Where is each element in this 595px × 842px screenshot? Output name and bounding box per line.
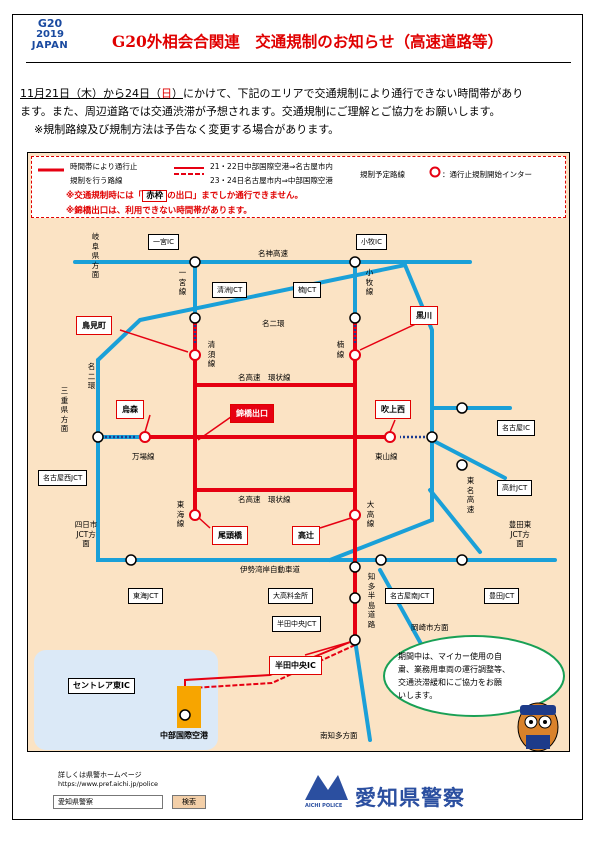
page-frame — [12, 14, 583, 820]
airport-area — [34, 650, 218, 750]
road-odaka-line: 大高線 — [366, 500, 375, 528]
dir-gifu: 岐阜県方面 — [91, 232, 100, 279]
road-kiyosu-line: 清須線 — [207, 340, 216, 368]
dir-yokkaichi: 四日市JCT方面 — [74, 520, 98, 548]
jct-handa-chuo: 半田中央JCT — [272, 616, 322, 632]
road-kanjo-top: 名高速 環状線 — [238, 373, 291, 382]
centrair-highlight — [177, 686, 201, 728]
legend: 時間帯により通行止 規制を行う路線 21・22日中部国際空港⇒名古屋市内 23・… — [31, 156, 566, 218]
title-divider — [26, 62, 571, 63]
aichi-police-logo-icon — [305, 775, 348, 800]
ic-ichinomiya: 一宮IC — [148, 234, 179, 250]
exit-kurokawa: 黒川 — [410, 306, 438, 325]
dir-mie: 三重県方面 — [60, 386, 69, 433]
ic-centrair-east: セントレア東IC — [68, 678, 135, 694]
mascot-owl-icon — [517, 702, 559, 752]
restriction-start-marker-icon — [429, 166, 441, 178]
road-isewangan: 伊勢湾岸自動車道 — [240, 565, 300, 574]
airport-label: 中部国際空港 — [160, 731, 208, 740]
road-tomei: 東名高速 — [466, 476, 475, 514]
legend-note-exit: ※交通規制時には「赤枠の出口」までしか通行できません。 — [66, 190, 304, 202]
restricted-routes — [140, 318, 390, 640]
road-higashiyama: 東山線 — [375, 452, 398, 461]
footer-url[interactable]: https://www.pref.aichi.jp/police — [58, 780, 159, 788]
g20-logo: G20 2019 JAPAN — [31, 17, 69, 51]
exit-owari-bashi: 尾頭橋 — [212, 526, 248, 545]
ic-nagoya: 名古屋IC — [497, 420, 535, 436]
road-chita: 知多半島道路 — [367, 572, 376, 629]
search-input[interactable] — [53, 795, 163, 809]
legend-note-nishiki: ※錦橋出口は、利用できない時間帯があります。 — [66, 206, 252, 216]
road-komaki-line: 小牧線 — [365, 268, 374, 296]
road-meiji: 名二環 — [262, 319, 285, 328]
jct-takabari: 高針JCT — [497, 480, 533, 496]
exit-fukiage-nishi: 吹上西 — [375, 400, 411, 419]
page-title: G20外相会合関連 交通規制のお知らせ（高速道路等） — [112, 32, 503, 51]
footer-hp-label: 詳しくは県警ホームページ — [58, 771, 142, 779]
expressway-network — [73, 260, 557, 742]
jct-tokai: 東海JCT — [128, 588, 164, 604]
jct-toyota: 豊田JCT — [484, 588, 520, 604]
dashed-line-legend-icon — [174, 167, 204, 175]
road-meishin: 名神高速 — [258, 249, 288, 258]
road-kanjo-bottom: 名高速 環状線 — [238, 495, 291, 504]
ic-komaki: 小牧IC — [356, 234, 387, 250]
exit-handa-chuo-ic: 半田中央IC — [269, 656, 322, 675]
road-minami-chita: 南知多方面 — [320, 731, 358, 740]
exit-torimicho: 鳥見町 — [76, 316, 112, 335]
direction-arrows — [105, 325, 425, 439]
search-button[interactable]: 検索 — [172, 795, 206, 809]
intro-text: 11月21日（木）から24日（日）にかけて、下記のエリアで交通規制により通行でき… — [20, 87, 524, 136]
jct-kusunoki: 楠JCT — [293, 282, 322, 298]
jct-nagoya-nishi: 名古屋西JCT — [38, 470, 88, 486]
road-meiji-vertical: 名二環 — [87, 362, 96, 390]
jct-nagoya-minami: 名古屋南JCT — [385, 588, 435, 604]
jct-kiyosu: 清洲JCT — [212, 282, 248, 298]
exit-torimori: 烏森 — [116, 400, 144, 419]
junction-nodes — [92, 256, 468, 721]
org-name-en: AICHI POLICE — [305, 803, 343, 809]
road-kusu-line: 楠線 — [336, 340, 345, 359]
toll-odaka: 大高料金所 — [268, 588, 313, 604]
period-date: 11月21日（木）から24日（日） — [20, 87, 183, 100]
exit-nishikibashi: 錦橋出口 — [230, 404, 274, 423]
road-ichinomiya-line: 一宮線 — [178, 268, 187, 296]
org-name: 愛知県警察 — [355, 786, 465, 810]
callout-bubble — [383, 635, 565, 717]
solid-line-legend-icon — [38, 168, 64, 172]
road-manba: 万場線 — [132, 452, 155, 461]
dir-toyota-higashi: 豊田東JCT方面 — [508, 520, 532, 548]
exit-takatsuji: 高辻 — [292, 526, 320, 545]
callout-text: 期間中は、マイカー使用の自 粛、業務用車両の運行調整等、 交通渋滞緩和にご協力を… — [398, 652, 510, 700]
road-okazaki: 岡崎市方面 — [411, 623, 449, 632]
road-tokai-line: 東海線 — [176, 500, 185, 528]
